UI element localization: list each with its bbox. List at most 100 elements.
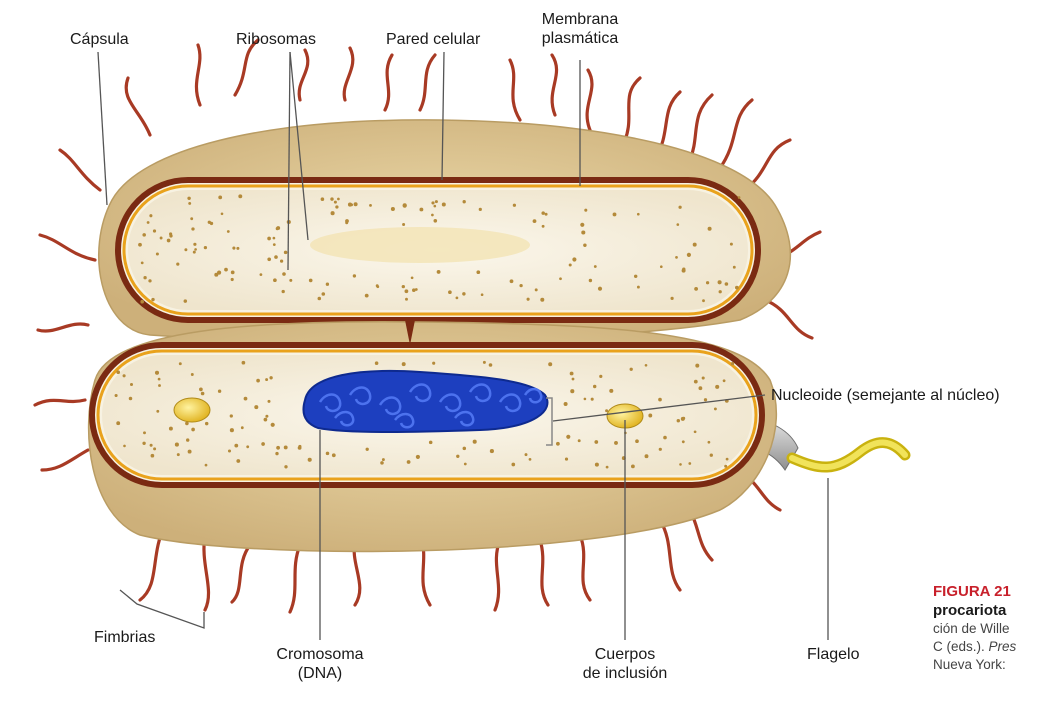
ribosome-dot <box>153 229 156 232</box>
ribosome-dot <box>660 265 663 268</box>
caption-body-line3: Nueva York: <box>933 656 1062 674</box>
ribosome-dot <box>548 362 552 366</box>
ribosome-dot <box>322 292 326 296</box>
ribosome-dot <box>435 200 438 203</box>
ribosome-dot <box>708 441 711 444</box>
ribosome-dot <box>332 453 336 457</box>
caption-title-line2: procariota <box>933 601 1062 620</box>
ribosome-dot <box>434 205 437 208</box>
ribosome-dot <box>350 203 353 206</box>
ribosome-dot <box>276 446 280 450</box>
ribosome-dot <box>724 465 727 468</box>
ribosome-dot <box>719 290 722 293</box>
ribosome-dot <box>599 375 602 378</box>
ribosome-dot <box>269 376 272 379</box>
ribosome-dot <box>150 444 153 447</box>
ribosome-dot <box>479 208 482 211</box>
ribosome-dot <box>149 214 152 217</box>
ribosome-dot <box>231 278 234 281</box>
ribosome-dot <box>589 279 592 282</box>
ribosome-dot <box>533 219 537 223</box>
label-fimbrias: Fimbrias <box>94 628 155 647</box>
ribosome-dot <box>175 443 179 447</box>
ribosome-dot <box>256 379 260 383</box>
ribosome-dot <box>380 461 384 465</box>
ribosome-dot <box>687 253 691 257</box>
ribosome-dot <box>565 458 568 461</box>
label-membrana-line2: plasmática <box>530 29 630 48</box>
ribosome-dot <box>141 262 144 265</box>
ribosome-dot <box>188 450 192 454</box>
ribosome-dot <box>130 383 133 386</box>
ribosome-dot <box>228 449 231 452</box>
upper-cell <box>99 120 791 341</box>
label-cuerpos-line2: de inclusión <box>565 664 685 683</box>
ribosome-dot <box>354 202 358 206</box>
ribosome-dot <box>489 363 493 367</box>
ribosome-dot <box>613 212 617 216</box>
ribosome-dot <box>273 278 277 282</box>
ribosome-dot <box>326 283 329 286</box>
ribosome-dot <box>167 239 171 243</box>
ribosome-dot <box>415 288 418 291</box>
ribosome-dot <box>369 204 372 207</box>
ribosome-dot <box>158 378 161 381</box>
label-cromosoma: Cromosoma (DNA) <box>260 645 380 683</box>
ribosome-dot <box>545 213 548 216</box>
ribosome-dot <box>676 223 679 226</box>
ribosome-dot <box>334 201 337 204</box>
ribosome-dot <box>193 243 196 246</box>
ribosome-dot <box>688 462 691 465</box>
label-capsula: Cápsula <box>70 30 129 49</box>
ribosome-dot <box>282 290 285 293</box>
ribosome-dot <box>140 300 144 304</box>
ribosome-dot <box>246 445 249 448</box>
ribosome-dot <box>194 248 197 251</box>
ribosome-dot <box>681 417 685 421</box>
ribosome-dot <box>267 257 271 261</box>
ribosome-dot <box>151 454 155 458</box>
ribosome-dot <box>238 194 242 198</box>
ribosome-dot <box>463 447 467 451</box>
ribosome-dot <box>330 197 333 200</box>
ribosome-dot <box>594 440 598 444</box>
ribosome-dot <box>462 292 465 295</box>
ribosome-dot <box>217 271 221 275</box>
ribosome-dot <box>345 221 348 224</box>
ribosome-dot <box>718 280 722 284</box>
ribosome-dot <box>123 374 126 377</box>
ribosome-dot <box>682 269 686 273</box>
ribosome-dot <box>735 286 739 290</box>
ribosome-dot <box>148 279 151 282</box>
ribosome-dot <box>614 441 618 445</box>
ribosome-dot <box>476 270 480 274</box>
ribosome-dot <box>318 297 322 301</box>
ribosome-dot <box>153 447 156 450</box>
ribosome-dot <box>402 223 405 226</box>
ribosome-dot <box>184 299 187 302</box>
ribosome-dot <box>519 284 522 287</box>
ribosome-dot <box>609 389 613 393</box>
ribosome-dot <box>184 248 187 251</box>
label-cuerpos-line1: Cuerpos <box>565 645 685 664</box>
ribosome-dot <box>191 227 194 230</box>
ribosome-dot <box>376 285 379 288</box>
ribosome-dot <box>431 201 434 204</box>
ribosome-dot <box>236 459 240 463</box>
ribosome-dot <box>321 197 325 201</box>
ribosome-dot <box>402 285 405 288</box>
ribosome-dot <box>142 233 146 237</box>
ribosome-dot <box>437 270 441 274</box>
ribosome-dot <box>402 362 406 366</box>
label-flagelo: Flagelo <box>807 645 859 664</box>
lower-cell <box>89 320 777 551</box>
label-ribosomas: Ribosomas <box>236 30 316 49</box>
ribosome-dot <box>693 243 697 247</box>
ribosome-dot <box>725 282 729 286</box>
ribosome-dot <box>142 442 145 445</box>
ribosome-dot <box>204 246 207 249</box>
ribosome-dot <box>221 213 224 216</box>
ribosome-dot <box>448 290 452 294</box>
ribosome-dot <box>309 279 313 283</box>
ribosome-dot <box>677 419 680 422</box>
